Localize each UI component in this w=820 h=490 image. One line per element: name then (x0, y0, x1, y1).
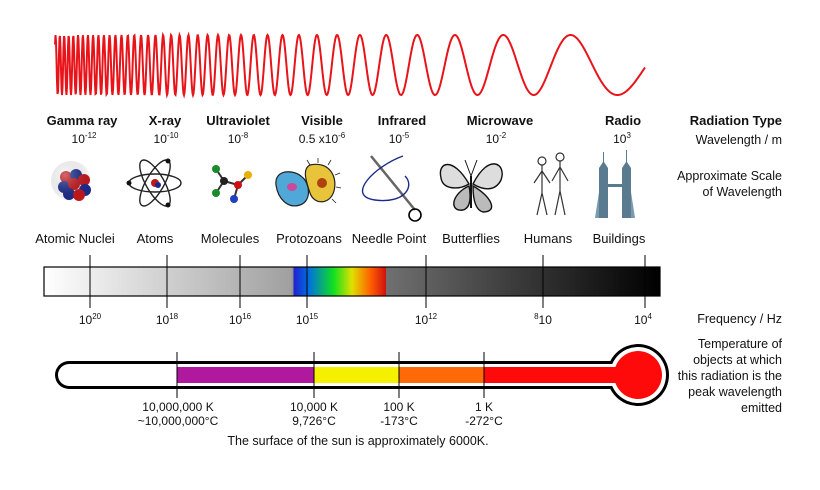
scale-object-label: Protozoans (276, 231, 342, 246)
wavelength-value: 10-5 (388, 131, 410, 146)
radiation-type-heading: Radiation Type (689, 113, 782, 128)
wavelength-wave (54, 31, 646, 99)
humans-icon (533, 152, 569, 216)
butterfly-icon (439, 159, 503, 213)
temperature-heading: Temperature of objects at which this rad… (677, 337, 782, 415)
sun-note: The surface of the sun is approximately … (227, 434, 489, 448)
protozoan-icon (275, 158, 342, 207)
radiation-type-name: X-ray (148, 113, 182, 128)
radiation-type-name: Microwave (466, 113, 534, 128)
frequency-heading: Frequency / Hz (697, 312, 782, 326)
wavelength-value: 10-10 (153, 131, 179, 146)
scale-object-label: Humans (523, 231, 573, 246)
radiation-type-name: Visible (301, 113, 343, 128)
radiation-type-name: Gamma ray (46, 113, 118, 128)
temperature-label: 100 K-173°C (380, 400, 418, 428)
frequency-label: 1016 (228, 312, 252, 327)
frequency-label: 1018 (155, 312, 179, 327)
wavelength-value: 10-2 (485, 131, 507, 146)
spectrum-bar (43, 266, 661, 297)
frequency-label: 1012 (414, 312, 438, 327)
temperature-label: 1 K-272°C (465, 400, 503, 428)
scale-object-label: Butterflies (442, 231, 500, 246)
scale-object-label: Buildings (592, 231, 646, 246)
wavelength-value: 0.5 x10-6 (298, 131, 346, 146)
needle-icon (361, 155, 422, 222)
radiation-type-name: Radio (604, 113, 642, 128)
scale-object-label: Atomic Nuclei (35, 231, 115, 246)
wavelength-heading: Wavelength / m (695, 133, 782, 147)
temperature-label: 10,000,000 K~10,000,000°C (137, 400, 219, 428)
scale-object-label: Molecules (200, 231, 260, 246)
frequency-label: 104 (634, 312, 652, 327)
thermometer (55, 344, 669, 406)
spectrum-ticks (89, 255, 646, 308)
wavelength-value: 10-12 (71, 131, 97, 146)
frequency-label: 1015 (295, 312, 319, 327)
atomic-nucleus-icon (51, 161, 91, 201)
frequency-label: 810 (534, 312, 552, 327)
buildings-icon (595, 150, 635, 218)
molecule-icon (212, 165, 252, 203)
scale-object-label: Needle Point (351, 231, 427, 246)
frequency-label: 1020 (78, 312, 102, 327)
radiation-type-name: Infrared (377, 113, 427, 128)
radiation-type-name: Ultraviolet (206, 113, 270, 128)
scale-object-label: Atoms (136, 231, 174, 246)
wavelength-value: 103 (613, 131, 631, 146)
atom-icon (126, 158, 182, 208)
wavelength-value: 10-8 (227, 131, 249, 146)
